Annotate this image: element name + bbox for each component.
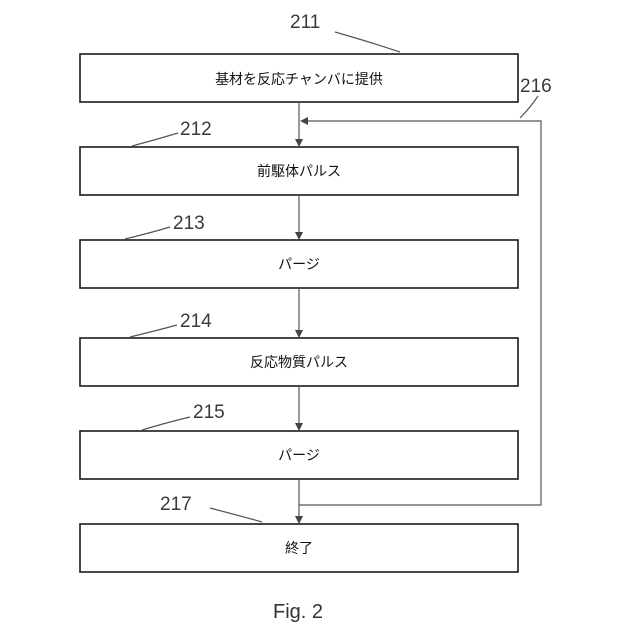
step-box-211: 基材を反応チャンバに提供 xyxy=(80,54,518,102)
step-label-214: 反応物質パルス xyxy=(250,355,348,371)
ref-number-212: 212 xyxy=(180,119,212,140)
step-box-214: 反応物質パルス xyxy=(80,338,518,386)
arrowhead-213-to-214 xyxy=(295,330,303,338)
leader-line-217 xyxy=(210,508,262,522)
figure-caption: Fig. 2 xyxy=(273,601,323,623)
leader-line-211 xyxy=(335,32,400,52)
loop-arrowhead-216 xyxy=(300,117,308,125)
arrowhead-212-to-213 xyxy=(295,232,303,240)
step-box-215: パージ xyxy=(80,431,518,479)
leader-line-215 xyxy=(142,417,190,430)
ref-number-217: 217 xyxy=(160,494,192,515)
step-label-213: パージ xyxy=(278,257,320,273)
step-label-215: パージ xyxy=(278,448,320,464)
step-box-212: 前駆体パルス xyxy=(80,147,518,195)
leader-line-213 xyxy=(125,227,170,239)
leader-line-216 xyxy=(520,96,538,118)
step-box-217: 終了 xyxy=(80,524,518,572)
ref-number-216: 216 xyxy=(520,76,552,97)
step-label-211: 基材を反応チャンバに提供 xyxy=(215,71,383,88)
ref-number-211: 211 xyxy=(290,12,320,33)
leader-line-214 xyxy=(130,325,177,337)
arrowhead-214-to-215 xyxy=(295,423,303,431)
arrowhead-215-to-217 xyxy=(295,516,303,524)
leader-line-212 xyxy=(132,133,178,146)
step-box-213: パージ xyxy=(80,240,518,288)
ref-number-215: 215 xyxy=(193,402,225,423)
ref-number-214: 214 xyxy=(180,311,212,332)
step-label-217: 終了 xyxy=(285,541,313,557)
arrowhead-211-to-212 xyxy=(295,139,303,147)
step-label-212: 前駆体パルス xyxy=(257,163,341,180)
ref-number-213: 213 xyxy=(173,213,205,234)
